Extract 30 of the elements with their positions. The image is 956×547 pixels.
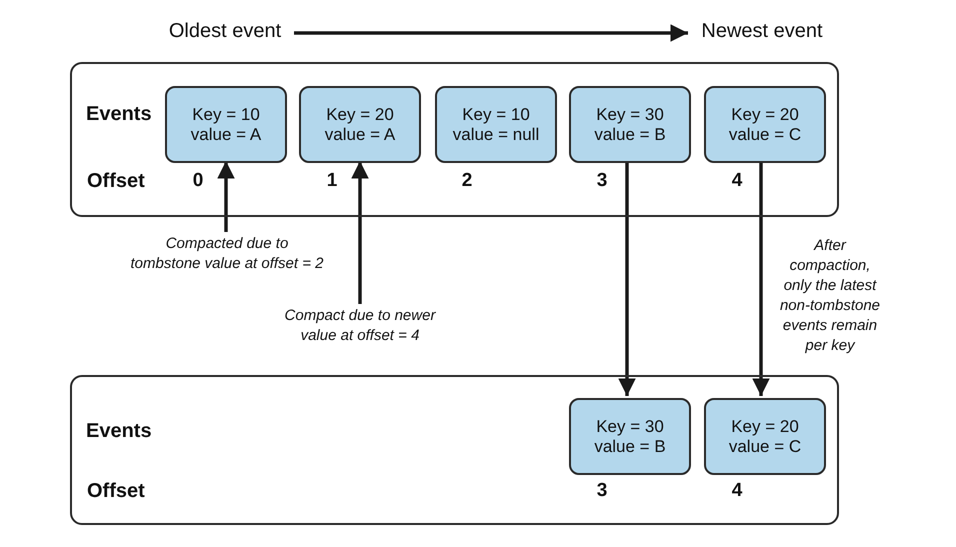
offset-number: 1 xyxy=(326,170,338,192)
arrow xyxy=(618,161,636,396)
row-label: Events xyxy=(86,103,152,126)
event-box: Key = 10 value = A xyxy=(165,86,287,163)
event-box: Key = 30 value = B xyxy=(569,86,691,163)
offset-number: 0 xyxy=(192,170,204,192)
arrow xyxy=(351,161,369,304)
event-box: Key = 20 value = C xyxy=(704,398,826,475)
offset-number: 3 xyxy=(596,170,608,192)
arrow xyxy=(752,161,770,396)
offset-number: 3 xyxy=(596,480,608,502)
event-box: Key = 30 value = B xyxy=(569,398,691,475)
row-label: Offset xyxy=(87,170,145,193)
log-panel xyxy=(70,375,839,525)
offset-number: 2 xyxy=(462,170,472,192)
event-box: Key = 20 value = A xyxy=(299,86,421,163)
row-label: Offset xyxy=(87,480,145,503)
axis-end-label: Newest event xyxy=(692,16,832,46)
annotation-text: After compaction, only the latest non-tombstone events remain per key xyxy=(778,236,882,356)
arrow xyxy=(217,161,235,232)
row-label: Events xyxy=(86,420,152,443)
axis-end-label: Oldest event xyxy=(160,16,290,46)
offset-number: 4 xyxy=(732,170,742,192)
event-box: Key = 20 value = C xyxy=(704,86,826,163)
event-box: Key = 10 value = null xyxy=(435,86,557,163)
log-panel xyxy=(70,62,839,217)
offset-number: 4 xyxy=(732,480,742,502)
annotation-text: Compact due to newer value at offset = 4 xyxy=(272,304,448,348)
annotation-text: Compacted due to tombstone value at offset = 2 xyxy=(130,232,324,276)
arrow xyxy=(294,24,688,42)
